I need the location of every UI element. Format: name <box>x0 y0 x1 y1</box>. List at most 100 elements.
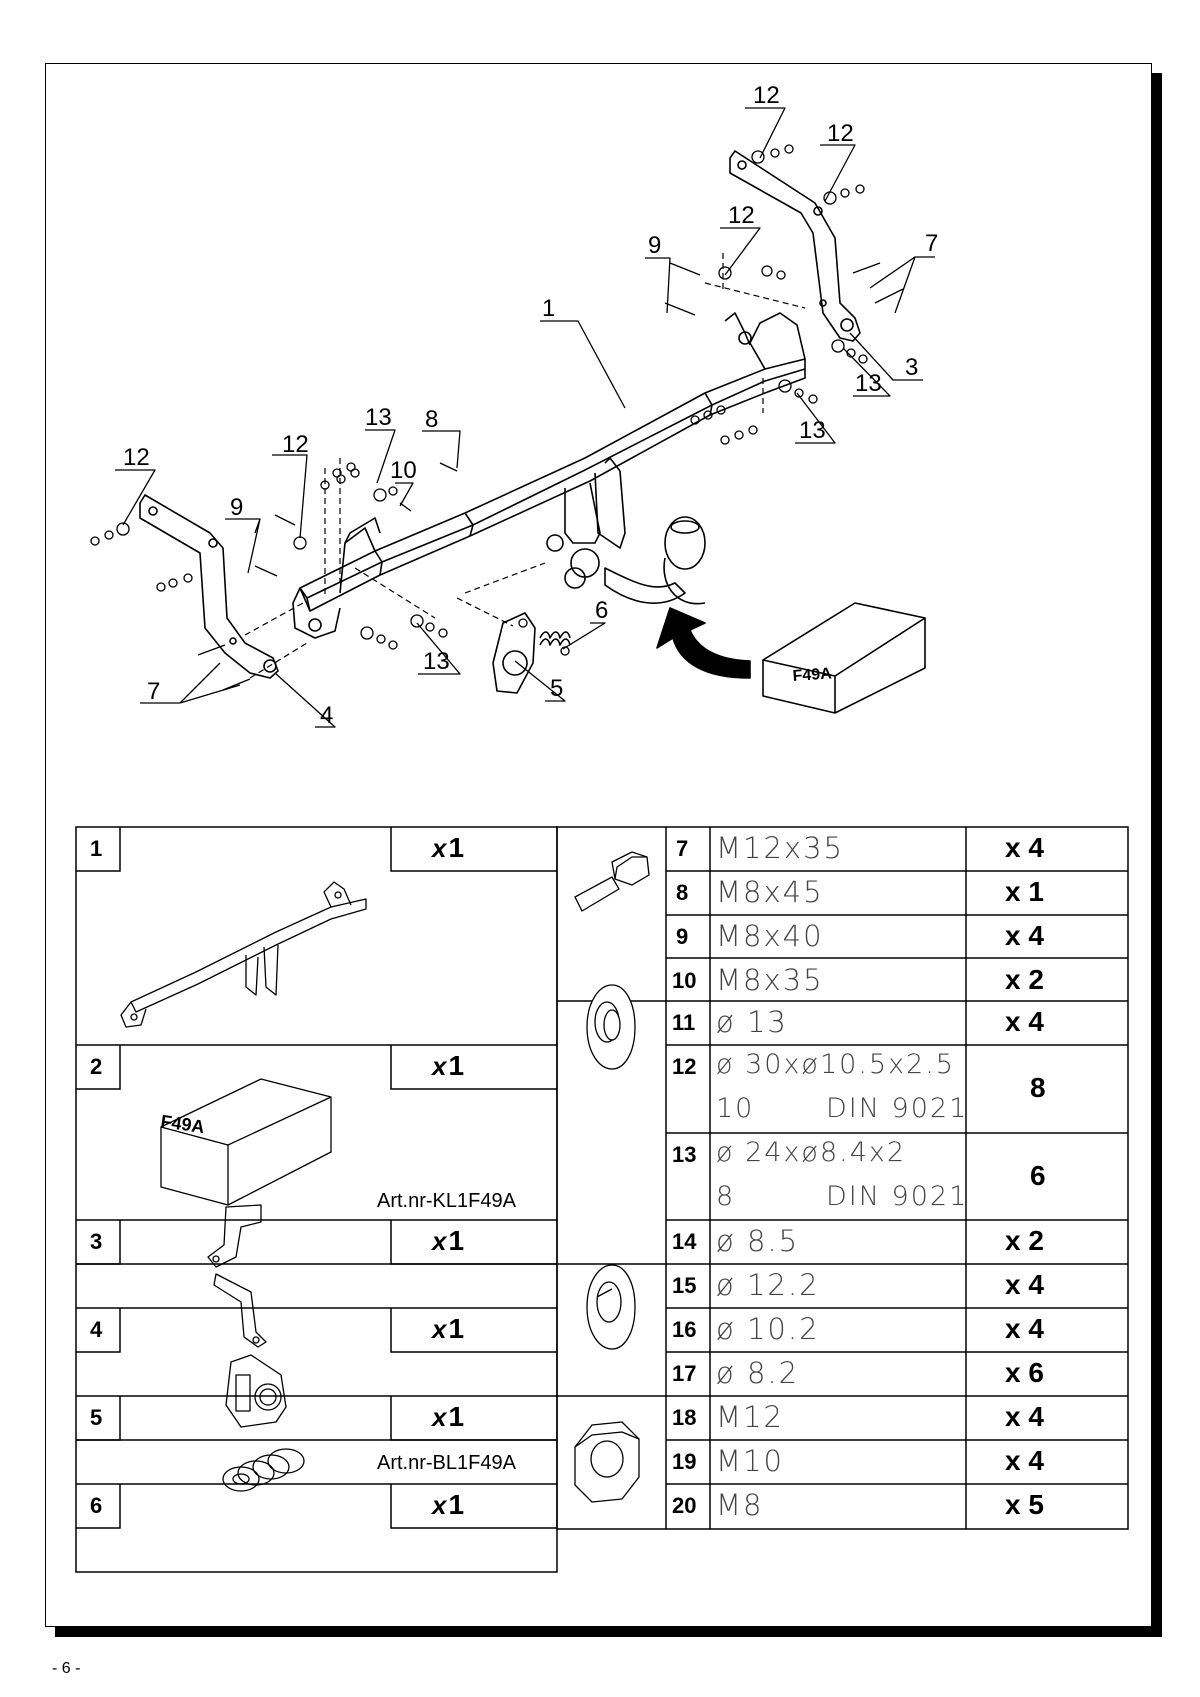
callout-5: 5 <box>550 675 563 702</box>
washer-icon <box>586 984 636 1070</box>
quantity: x 6 <box>1005 1357 1044 1388</box>
parts-icons-right <box>574 851 650 1503</box>
part-number: 6 <box>90 1493 103 1518</box>
part-spec: ø 8.2 <box>716 1356 800 1390</box>
part-number: 12 <box>672 1054 697 1079</box>
callout-13: 13 <box>423 648 450 675</box>
callout-3: 3 <box>905 354 918 381</box>
box-label: F49A <box>159 1111 205 1137</box>
quantity: x 2 <box>1005 964 1044 995</box>
quantity: x 4 <box>1005 1445 1044 1476</box>
part-number: 4 <box>90 1317 103 1342</box>
part-number: 8 <box>676 880 689 905</box>
article-number: Art.nr-BL1F49A <box>377 1452 516 1474</box>
quantity: 8 <box>1030 1072 1046 1103</box>
box-icon <box>762 602 926 714</box>
part-number: 1 <box>90 836 103 861</box>
part-spec: M8x40 <box>716 919 824 953</box>
page-number: - 6 - <box>52 1660 81 1677</box>
quantity: 6 <box>1030 1160 1046 1191</box>
callout-7: 7 <box>147 678 160 705</box>
part-number: 13 <box>672 1142 697 1167</box>
part-spec: ø 30xø10.5x2.5 <box>716 1049 955 1080</box>
callout-12: 12 <box>753 82 780 109</box>
part-spec: M12 <box>716 1400 784 1434</box>
part-number: 7 <box>676 836 689 861</box>
part-number: 17 <box>672 1361 697 1386</box>
quantity: x 4 <box>1005 920 1044 951</box>
callout-8: 8 <box>425 406 438 433</box>
part-number: 20 <box>672 1493 697 1518</box>
part-spec: M10 <box>716 1444 784 1478</box>
part-number: 9 <box>676 924 689 949</box>
part-number: 5 <box>90 1405 103 1430</box>
quantity: x 5 <box>1005 1489 1044 1520</box>
quantity: x1 <box>432 1313 465 1344</box>
callout-9: 9 <box>648 232 661 259</box>
part-spec: M8 <box>716 1488 764 1522</box>
quantity: x 4 <box>1005 1269 1044 1300</box>
bracket-left-icon <box>139 494 279 679</box>
arrow-icon <box>656 607 751 679</box>
quantity: x 4 <box>1005 1006 1044 1037</box>
towbar-icon <box>120 881 367 1028</box>
part-number: 10 <box>672 968 697 993</box>
callout-10: 10 <box>390 457 417 484</box>
part-number: 16 <box>672 1317 697 1342</box>
callout-7: 7 <box>925 230 938 257</box>
part-standard: DIN 9021 <box>826 1093 969 1124</box>
quantity: x 1 <box>1005 876 1044 907</box>
socket-plate-icon <box>225 1354 287 1428</box>
box-label: F49A <box>792 665 833 685</box>
part-spec: ø 8.5 <box>716 1224 800 1258</box>
part-number: 18 <box>672 1405 697 1430</box>
part-spec: ø 24xø8.4x2 <box>716 1137 907 1168</box>
part-number: 19 <box>672 1449 697 1474</box>
callout-13: 13 <box>365 404 392 431</box>
part-number: 14 <box>672 1229 697 1254</box>
crossbar-icon <box>292 312 806 639</box>
bracket-icon <box>207 1204 262 1268</box>
callout-12: 12 <box>123 444 150 471</box>
part-spec: ø 13 <box>716 1005 788 1039</box>
nut-icon <box>574 1421 640 1503</box>
quantity: x1 <box>432 1050 465 1081</box>
quantity: x 4 <box>1005 832 1044 863</box>
part-spec: ø 10.2 <box>716 1312 820 1346</box>
callout-12: 12 <box>728 202 755 229</box>
spring-icon <box>222 1448 305 1492</box>
exploded-drawing: 12 12 12 12 12 7 7 9 9 1 3 4 5 6 8 10 13… <box>90 82 938 729</box>
callout-13: 13 <box>855 370 882 397</box>
fasteners-icon <box>90 144 904 691</box>
part-spec: M8x35 <box>716 963 824 997</box>
callout-4: 4 <box>320 702 333 729</box>
part-number: 3 <box>90 1229 103 1254</box>
part-number: 11 <box>672 1010 696 1035</box>
parts-icons-left: F49A <box>120 881 367 1492</box>
callout-12: 12 <box>282 431 309 458</box>
quantity: x 4 <box>1005 1313 1044 1344</box>
quantity: x 2 <box>1005 1225 1044 1256</box>
part-number: 15 <box>672 1273 697 1298</box>
bolt-icon <box>574 851 650 912</box>
callout-9: 9 <box>230 494 243 521</box>
part-spec-line2: 8 <box>716 1181 736 1212</box>
bracket-icon <box>213 1273 267 1348</box>
part-spec: M12x35 <box>716 831 844 865</box>
part-spec: ø 12.2 <box>716 1268 820 1302</box>
page-frame <box>45 63 1152 1627</box>
box-icon <box>160 1078 332 1206</box>
quantity: x1 <box>432 1489 465 1520</box>
quantity: x1 <box>432 1401 465 1432</box>
part-spec: M8x45 <box>716 875 824 909</box>
spring-icon <box>539 631 571 646</box>
part-number: 2 <box>90 1054 103 1079</box>
quantity: x 4 <box>1005 1401 1044 1432</box>
article-number: Art.nr-KL1F49A <box>377 1190 516 1212</box>
callout-1: 1 <box>542 295 555 322</box>
callout-6: 6 <box>595 597 608 624</box>
callout-13: 13 <box>799 417 826 444</box>
quantity: x1 <box>432 1225 465 1256</box>
spring-washer-icon <box>586 1264 636 1350</box>
